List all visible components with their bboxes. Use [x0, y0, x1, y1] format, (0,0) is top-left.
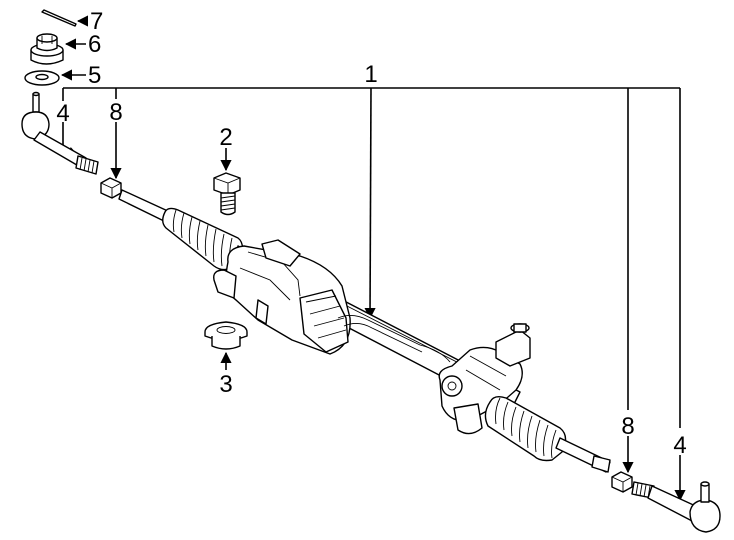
callout-1: 1 [364, 61, 377, 88]
cotter-pin [41, 9, 77, 27]
callout-8-right: 8 [621, 413, 634, 440]
callout-3: 3 [219, 371, 232, 398]
tie-rod-end-right [631, 481, 721, 533]
callout-7: 7 [90, 8, 103, 35]
tie-rod-end-left [21, 91, 99, 175]
flange-nut [204, 321, 248, 350]
callout-2: 2 [219, 124, 232, 151]
callout-8-left: 8 [109, 99, 122, 126]
callout-6: 6 [88, 31, 101, 58]
washer [24, 70, 60, 86]
jam-nut-left [100, 177, 122, 199]
callout-bracket-lines [60, 15, 686, 502]
castle-nut [30, 33, 64, 65]
callout-5: 5 [88, 62, 101, 89]
steering-rack-assembly [118, 189, 611, 473]
callout-labels: 1 2 3 4 4 5 6 7 8 8 [56, 8, 686, 459]
callout-4-left: 4 [56, 100, 69, 127]
callout-4-right: 4 [673, 432, 686, 459]
jam-nut-right [611, 471, 633, 493]
mounting-bolt [213, 172, 241, 216]
